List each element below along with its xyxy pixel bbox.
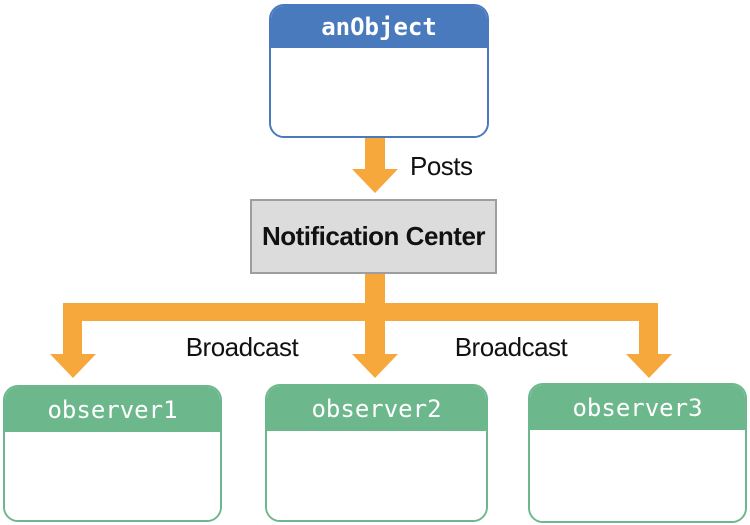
- broadcast-horizontal-bar: [63, 303, 658, 321]
- broadcast-right-arrow-head: [626, 354, 672, 378]
- source-object-body: [271, 48, 487, 136]
- posts-arrow-head: [352, 169, 398, 193]
- observer-2-body: [267, 431, 486, 520]
- broadcast-label-left: Broadcast: [185, 332, 299, 362]
- broadcast-left-arrow-head: [50, 354, 96, 378]
- observer-1-title: observer1: [5, 387, 220, 432]
- observer-box-2: observer2: [265, 384, 488, 522]
- posts-label: Posts: [410, 151, 473, 181]
- observer-1-body: [5, 432, 220, 520]
- broadcast-right-shaft: [639, 303, 658, 354]
- broadcast-center-arrow-head: [352, 354, 398, 378]
- observer-box-3: observer3: [528, 383, 747, 523]
- broadcast-label-right: Broadcast: [454, 332, 568, 362]
- observer-3-title: observer3: [530, 385, 745, 430]
- source-object-title: anObject: [271, 6, 487, 48]
- observer-3-body: [530, 430, 745, 521]
- posts-arrow-shaft: [365, 138, 385, 170]
- notification-center-box: Notification Center: [250, 199, 497, 274]
- source-object-box: anObject: [269, 4, 489, 138]
- notification-center-title: Notification Center: [261, 221, 486, 251]
- broadcast-left-shaft: [63, 303, 82, 354]
- observer-box-1: observer1: [3, 385, 222, 522]
- observer-2-title: observer2: [267, 386, 486, 431]
